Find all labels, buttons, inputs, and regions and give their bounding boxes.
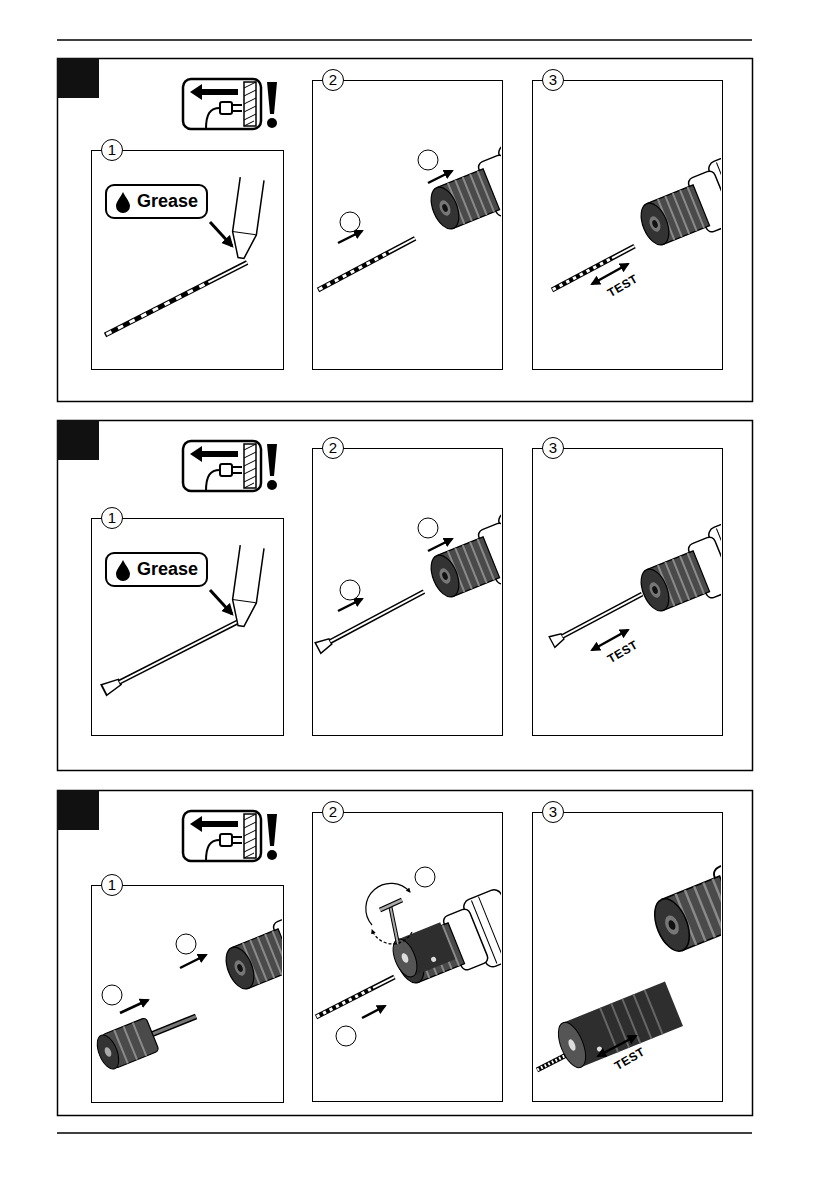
grease-box: Grease — [105, 552, 208, 587]
grease-box: Grease — [105, 184, 208, 219]
step-panel: 2 — [312, 812, 503, 1102]
step-number: 3 — [542, 437, 564, 459]
grease-label: Grease — [137, 559, 198, 579]
step-panel: 3 — [532, 448, 723, 736]
step-panel: 3 — [532, 80, 723, 370]
step-number: 1 — [101, 507, 123, 529]
step-panel: 1Grease — [91, 518, 284, 736]
test-label: TEST — [605, 272, 640, 300]
step-number: 3 — [542, 801, 564, 823]
drop-icon — [114, 559, 132, 581]
step-number: 1 — [101, 874, 123, 896]
step-number: 2 — [322, 437, 344, 459]
test-label: TEST — [605, 638, 640, 666]
grease-label: Grease — [137, 191, 198, 211]
step-panel: 2 — [312, 80, 503, 370]
step-panel: 1Grease — [91, 150, 284, 370]
step-number: 2 — [322, 801, 344, 823]
step-number: 1 — [101, 139, 123, 161]
step-panel: 1 — [91, 885, 284, 1103]
step-number: 2 — [322, 69, 344, 91]
step-number: 3 — [542, 69, 564, 91]
step-panel: 2 — [312, 448, 503, 736]
drop-icon — [114, 191, 132, 213]
